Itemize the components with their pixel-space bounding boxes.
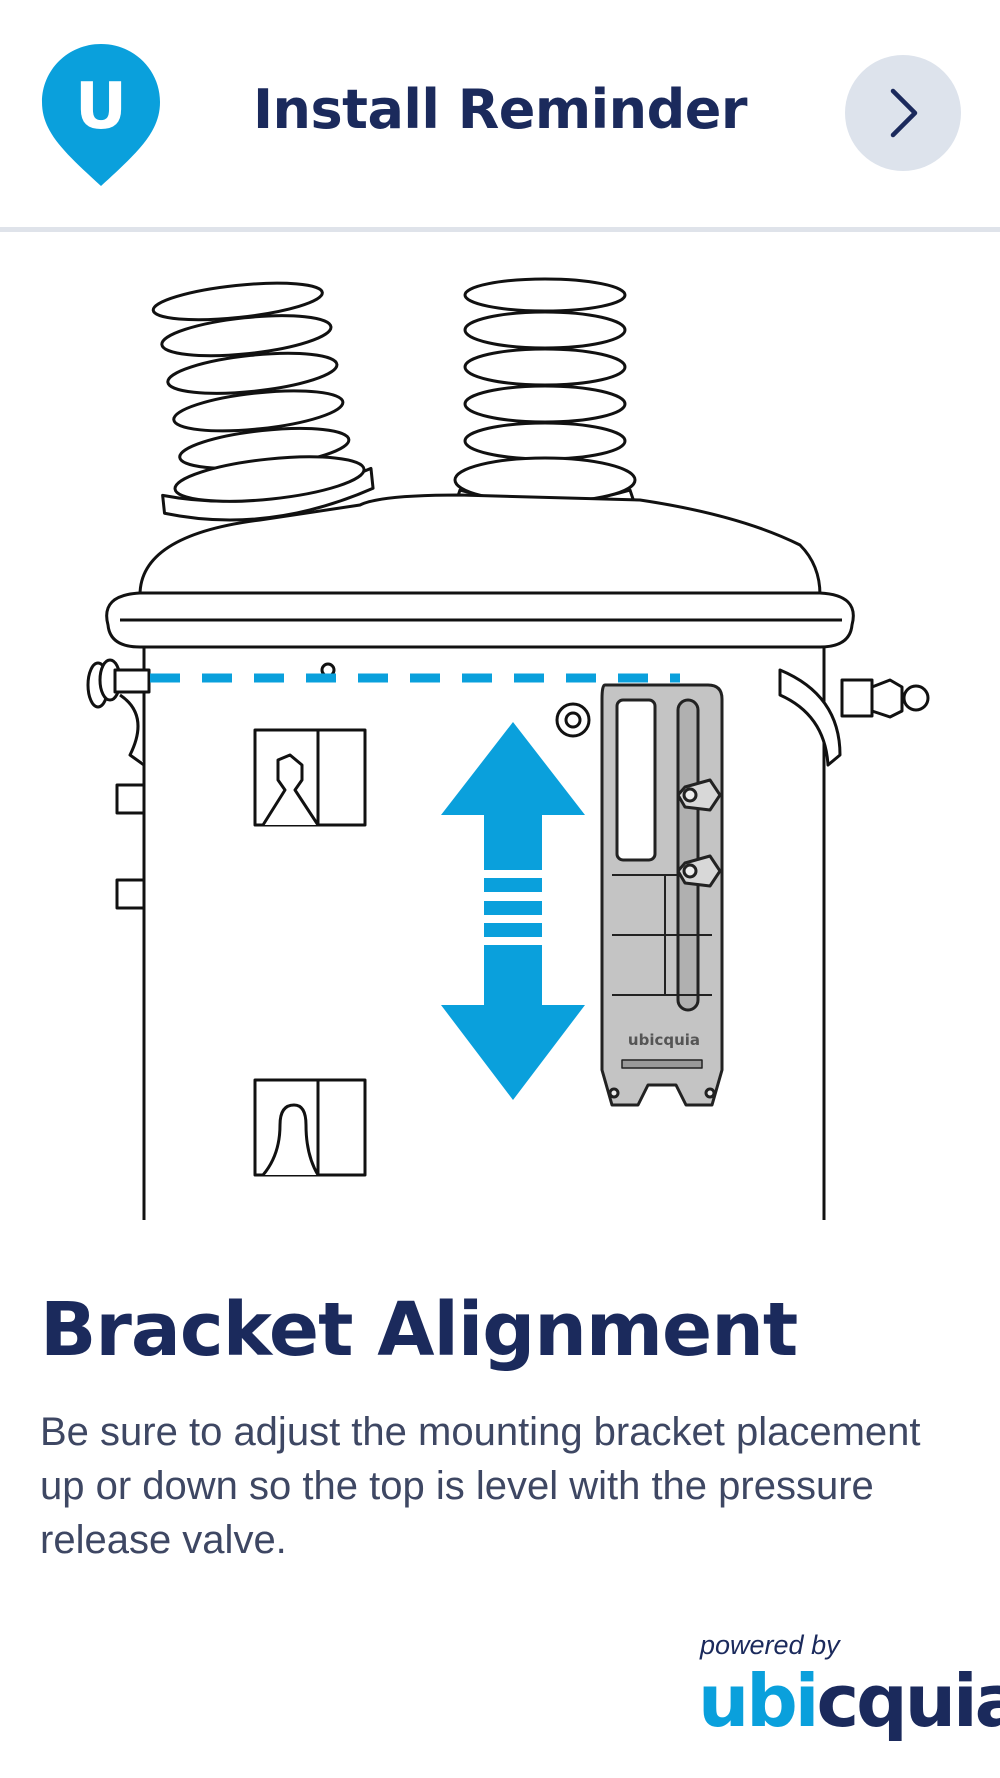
brand-logo: ubicquia®	[698, 1665, 1000, 1737]
powered-by-label: powered by	[700, 1630, 840, 1660]
left-bushing	[151, 281, 375, 522]
left-valve	[86, 658, 151, 910]
logo-pin-icon: U	[42, 44, 160, 186]
section-title: Bracket Alignment	[40, 1287, 798, 1373]
brand-part-2: cquia	[816, 1659, 1000, 1743]
chevron-right-icon	[890, 88, 918, 138]
header-divider	[0, 227, 1000, 232]
logo-letter: U	[75, 70, 127, 144]
transformer-illustration: ubicquia	[86, 277, 930, 1220]
next-button[interactable]	[845, 55, 961, 171]
section-description: Be sure to adjust the mounting bracket p…	[40, 1410, 921, 1562]
upper-lug	[253, 728, 367, 827]
up-down-arrow-icon	[441, 722, 585, 1100]
tank-lid	[138, 493, 822, 597]
brand-part-1: ubi	[698, 1659, 819, 1743]
page-title: Install Reminder	[252, 78, 748, 141]
app-header: U Install Reminder	[0, 0, 1000, 230]
lower-lug	[253, 1078, 367, 1177]
bracket-brand-label: ubicquia	[628, 1031, 700, 1049]
mounting-bracket	[600, 683, 724, 1107]
right-valve	[778, 668, 930, 767]
